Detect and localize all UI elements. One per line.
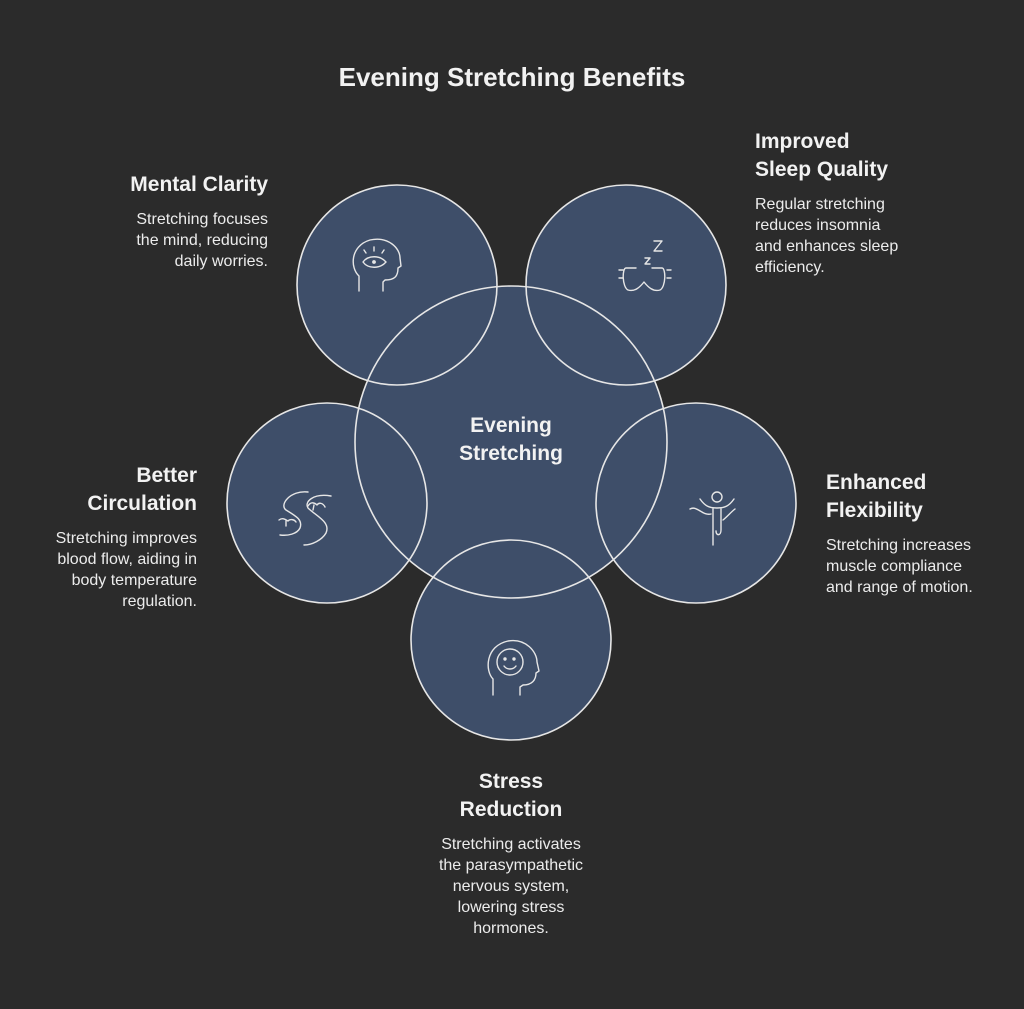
center-label-line1: Evening bbox=[470, 414, 552, 437]
runner-finish-icon bbox=[689, 491, 736, 546]
head-smile-icon bbox=[487, 639, 540, 696]
sleep-mask-icon bbox=[618, 240, 672, 292]
circle-flexibility bbox=[595, 402, 797, 604]
river-icon bbox=[278, 491, 332, 546]
diagram-title: Evening Stretching Benefits bbox=[338, 62, 686, 92]
circle-evening-stretching bbox=[354, 285, 668, 599]
circle-circulation bbox=[226, 402, 428, 604]
circle-mental-clarity bbox=[296, 184, 498, 386]
circle-sleep-quality bbox=[525, 184, 727, 386]
benefit-title: Mental Clarity bbox=[130, 173, 268, 196]
center-label-line2: Stretching bbox=[459, 442, 563, 465]
head-eye-icon bbox=[352, 238, 402, 292]
center-label: Evening Stretching bbox=[431, 412, 591, 468]
circle-stress-reduction bbox=[410, 539, 612, 741]
